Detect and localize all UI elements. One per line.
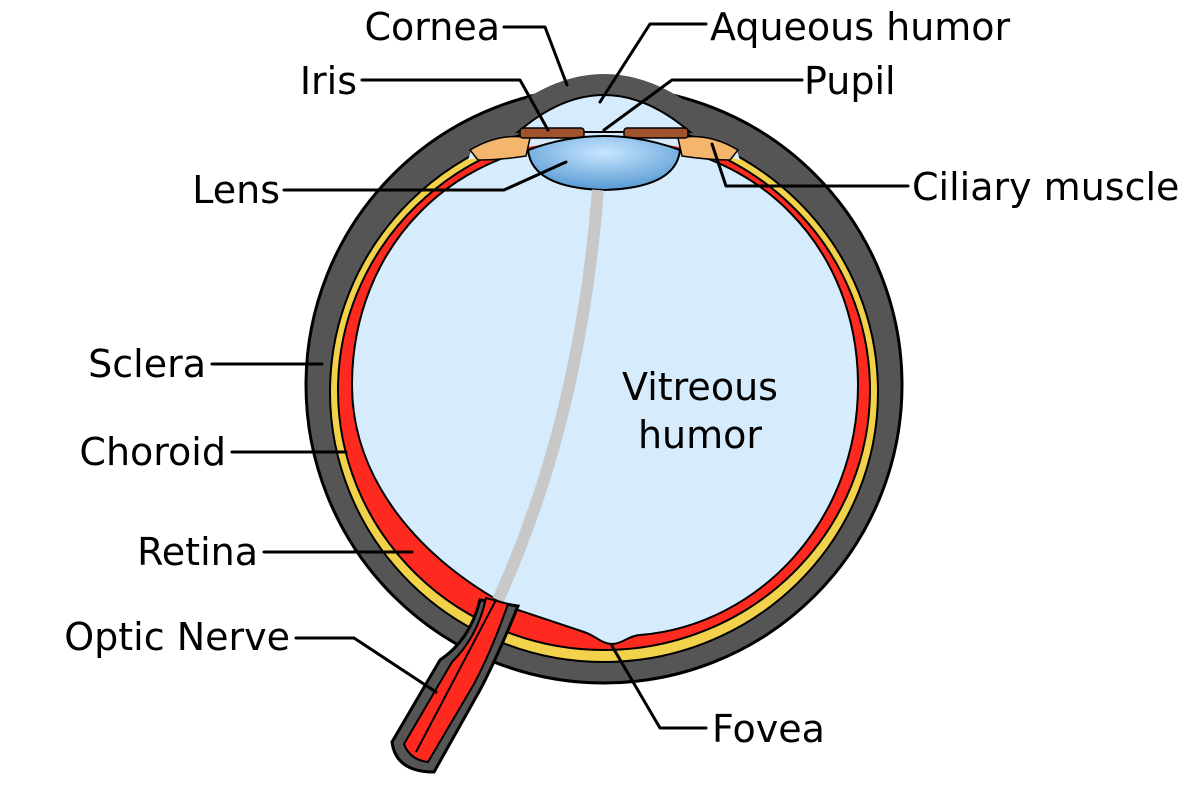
label-vitreous-humor-line1: Vitreous	[622, 365, 778, 409]
leader-cornea	[502, 25, 569, 87]
hyaloid-canal	[492, 189, 604, 603]
leader-lines	[210, 22, 910, 730]
label-pupil: Pupil	[804, 59, 896, 103]
label-optic-nerve: Optic Nerve	[64, 615, 290, 659]
ciliary-muscle-right	[677, 135, 740, 161]
leader-ciliary-muscle	[710, 142, 910, 188]
label-retina: Retina	[137, 530, 258, 574]
label-ciliary-muscle: Ciliary muscle	[912, 165, 1179, 209]
label-lens: Lens	[192, 168, 280, 212]
leader-optic-nerve	[294, 636, 438, 694]
label-cornea: Cornea	[365, 5, 501, 49]
leader-pupil	[602, 78, 804, 132]
iris-left	[519, 127, 585, 139]
leader-iris	[360, 78, 550, 132]
ciliary-muscle-left	[468, 135, 531, 161]
label-fovea: Fovea	[712, 707, 825, 751]
label-choroid: Choroid	[79, 430, 226, 474]
leader-fovea	[610, 644, 708, 730]
label-vitreous-humor-line2: humor	[638, 413, 762, 457]
lens	[526, 135, 682, 192]
labels: Cornea Aqueous humor Iris Pupil Lens Cil…	[64, 5, 1179, 751]
label-aqueous-humor: Aqueous humor	[710, 5, 1011, 49]
iris-right	[623, 127, 689, 139]
leader-aqueous-humor	[598, 22, 708, 104]
vitreous-body	[350, 138, 860, 646]
label-iris: Iris	[300, 59, 357, 103]
label-sclera: Sclera	[88, 342, 206, 386]
leader-lens	[282, 160, 568, 192]
optic-nerve	[390, 596, 521, 774]
